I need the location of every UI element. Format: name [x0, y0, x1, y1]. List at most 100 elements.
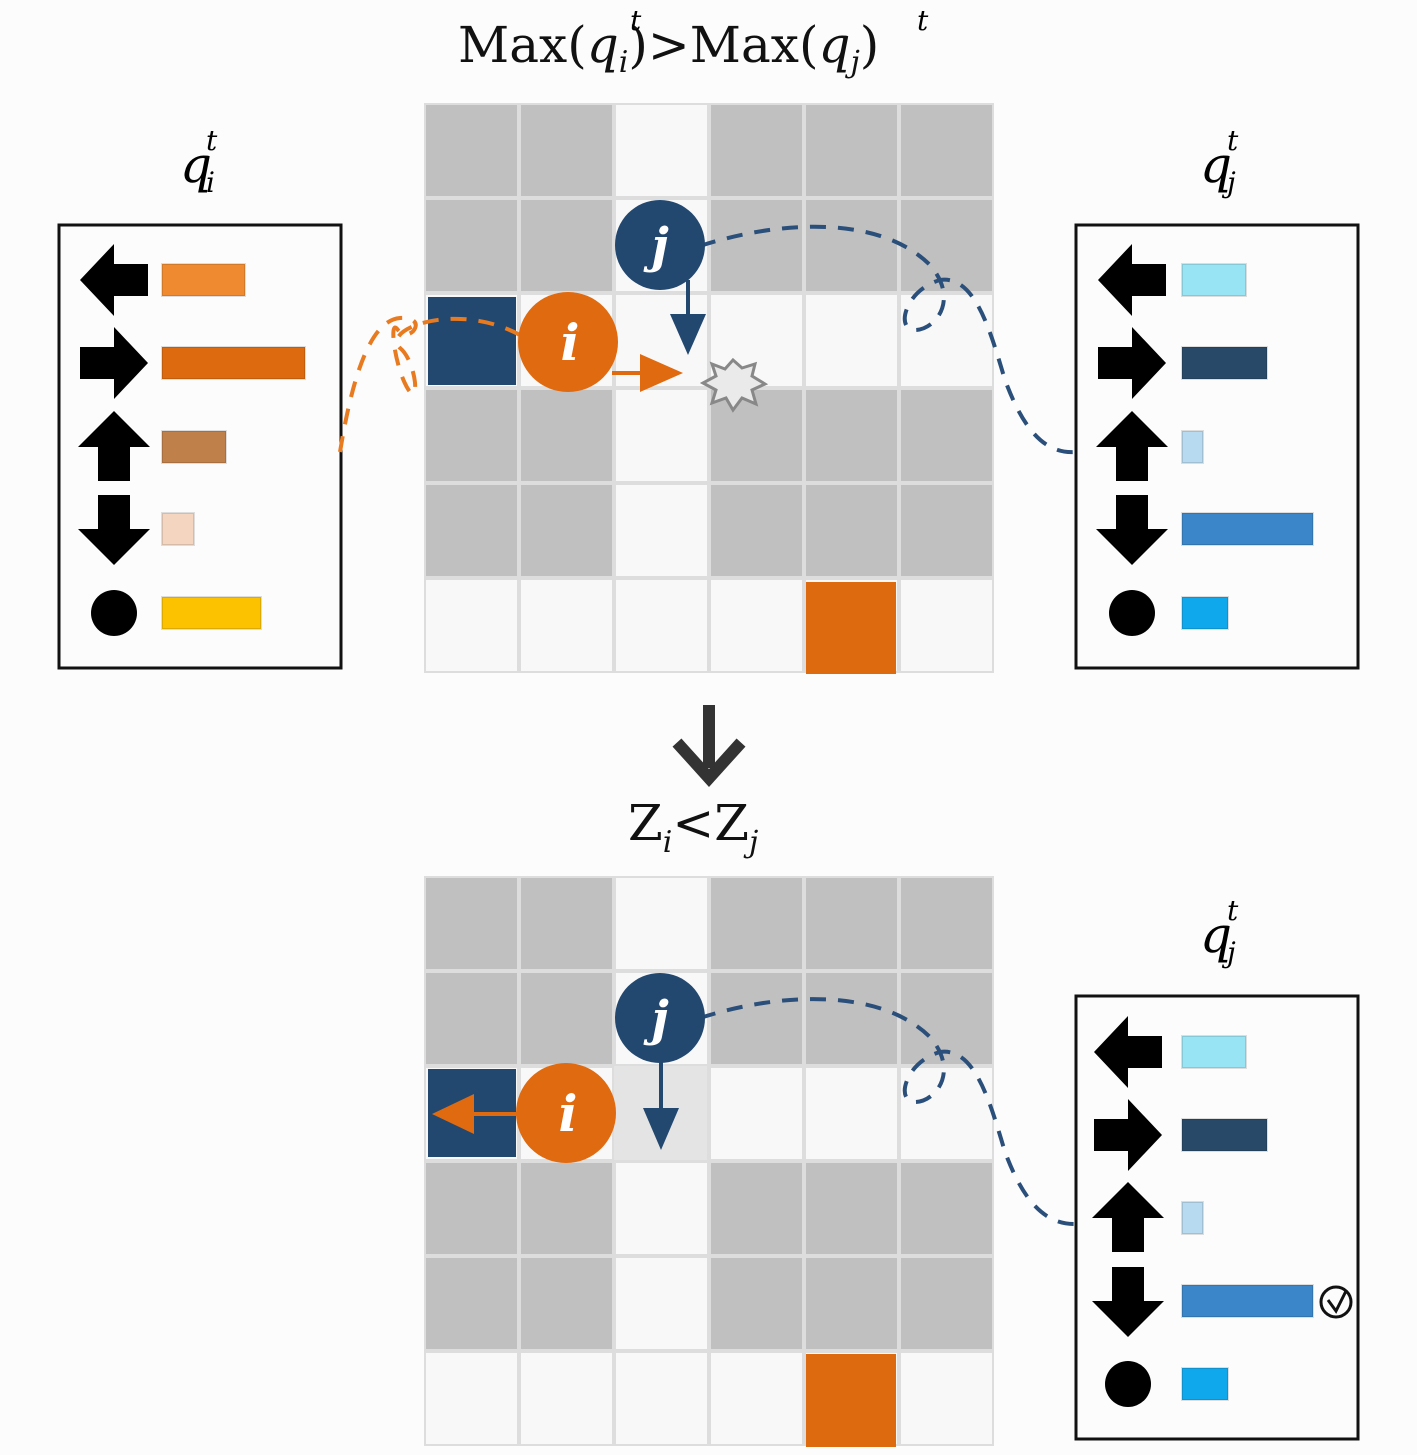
grid-cell-free [426, 580, 517, 671]
top-title-close: ) [860, 16, 880, 74]
grid-cell-blocked [806, 485, 897, 576]
q-panel-j [1074, 223, 1360, 670]
grid-cell-blocked [711, 973, 802, 1064]
stay-icon [1105, 1361, 1151, 1407]
transition-arrow [672, 705, 746, 787]
grid-cell-free [521, 1353, 612, 1444]
grid-cell-blocked [901, 1163, 992, 1254]
grid-cell-free [901, 295, 992, 386]
agent-j-top-move-head [670, 314, 706, 355]
top-title-lhs-func: Max( [458, 16, 587, 74]
panel-bottom-title: q t j [1200, 894, 1239, 969]
stay-icon [1109, 590, 1155, 636]
grid-cell-free [426, 1353, 517, 1444]
q-j-bottom-bar-left [1181, 1035, 1247, 1069]
panel-left-title-var: q [180, 136, 212, 194]
arrow-left-icon [1094, 1016, 1162, 1088]
q-panel-i [57, 223, 343, 670]
q-j-bar-stay [1181, 596, 1229, 630]
grid-cell-free [901, 1353, 992, 1444]
grid-cell-blocked [521, 485, 612, 576]
panel-left-title: q t i [180, 124, 218, 199]
agent-i-top [518, 292, 618, 392]
agent-i-origin-block [428, 297, 516, 385]
grid-cell-free [616, 580, 707, 671]
agent-i-bottom [516, 1063, 616, 1163]
arrow-right-icon [1098, 327, 1166, 399]
grid-cell-blocked [426, 390, 517, 481]
q-j-bottom-bar-down [1181, 1284, 1314, 1318]
grid-cell-free [616, 485, 707, 576]
agent-j-bottom-move-head [643, 1108, 679, 1150]
grid-cell-blocked [521, 1163, 612, 1254]
connector-j-bottom [699, 997, 1077, 1227]
bottom-title-a-sub: i [663, 825, 673, 860]
arrow-right-icon [1094, 1099, 1162, 1171]
agent-i-top-move-head [640, 354, 683, 392]
grid-cell-blocked [901, 1258, 992, 1349]
grid-cell-blocked [901, 878, 992, 969]
top-title-lhs-sup: t [630, 4, 642, 37]
grid-cell-blocked [521, 200, 612, 291]
grid-cell-blocked [806, 390, 897, 481]
grid-bottom-overlays: j i [428, 973, 1077, 1447]
q-i-bar-stay [161, 596, 262, 630]
grid-bottom [424, 876, 994, 1446]
arrow-up-icon [1092, 1182, 1164, 1252]
grid-cell-blocked [806, 973, 897, 1064]
q-j-bottom-bar-right [1181, 1118, 1268, 1152]
arrow-down-icon [78, 495, 150, 565]
grid-cell-blocked [901, 973, 992, 1064]
arrow-up-icon [1096, 411, 1168, 481]
panel-right-title: q t j [1200, 124, 1239, 199]
grid-cell-free [616, 105, 707, 196]
grid-cell-blocked [806, 878, 897, 969]
connector-i [338, 315, 521, 453]
collision-icon [699, 357, 769, 413]
top-title-lhs-var: q [587, 16, 619, 74]
grid-cell-blocked [426, 973, 517, 1064]
q-j-bottom-bar-stay [1181, 1367, 1229, 1401]
q-j-bar-up [1181, 430, 1204, 464]
panel-left-title-sup: t [206, 124, 218, 157]
grid-cell-blocked [806, 1163, 897, 1254]
grid-cell-free [711, 1353, 802, 1444]
grid-cell-blocked [426, 485, 517, 576]
svg-text:Zi<Zj: Zi<Zj [628, 794, 758, 860]
grid-cell-blocked [426, 1163, 517, 1254]
grid-cell-blocked [426, 1258, 517, 1349]
panel-left-title-sub: i [206, 166, 215, 199]
top-title-rhs-var: q [818, 16, 850, 74]
connector-j [699, 224, 1077, 455]
grid-cell-free [711, 1068, 802, 1159]
grid-cell-blocked [521, 105, 612, 196]
goal-cell-top [806, 582, 896, 674]
grid-cell-free [806, 295, 897, 386]
q-j-bottom-bar-up [1181, 1201, 1204, 1235]
grid-cell-blocked [521, 1258, 612, 1349]
top-title-lhs-sub: i [619, 45, 629, 80]
arrow-up-icon [78, 411, 150, 481]
agent-j-bottom [615, 973, 705, 1063]
grid-cell-blocked [901, 485, 992, 576]
grid-cell-blocked [521, 878, 612, 969]
grid-top-background [424, 103, 994, 673]
arrow-right-icon [80, 327, 148, 399]
grid-cell-blocked [711, 1258, 802, 1349]
grid-cell-free [616, 1353, 707, 1444]
grid-cell-blocked [806, 200, 897, 291]
grid-top [424, 103, 994, 673]
grid-cell-free [806, 1068, 897, 1159]
top-title-rhs-sup: t [917, 4, 929, 37]
grid-cell-blocked [806, 105, 897, 196]
check-icon-mark [1326, 1290, 1348, 1314]
agent-i-bottom-move-head [432, 1094, 474, 1134]
grid-cell-blocked [711, 1163, 802, 1254]
grid-cell-free [521, 580, 612, 671]
bottom-title-a: Z [628, 794, 663, 852]
grid-cell-blocked [521, 390, 612, 481]
q-i-bar-left [161, 263, 246, 297]
grid-cell-free [616, 390, 707, 481]
top-title: Max(qi)>Max(qj) t t [458, 4, 929, 80]
